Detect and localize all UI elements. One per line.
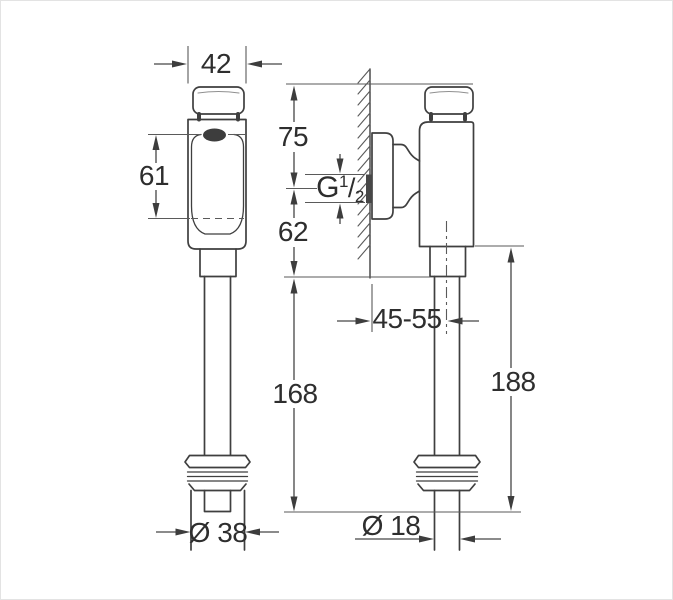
- inlet-nipple: [366, 174, 373, 203]
- inlet-connector: [392, 143, 421, 209]
- front-body: [187, 118, 247, 250]
- dim-label-inlet-thread: G1/2: [316, 171, 364, 206]
- thread-separator: /: [347, 173, 356, 203]
- side-cap: [424, 86, 474, 115]
- wall-hatching: [357, 68, 371, 260]
- grohe-logo: [203, 128, 226, 142]
- dim-label-cap-width: 42: [200, 48, 232, 79]
- side-pipe: [433, 275, 461, 456]
- arrow-61-top: [152, 135, 160, 150]
- front-inner-pipe-end: [203, 489, 232, 513]
- front-cap-highlight: [197, 91, 240, 94]
- arrow-g12-bottom: [336, 203, 344, 219]
- side-body: [418, 121, 475, 248]
- dim-label-outer-tube-diameter: Ø 38: [188, 517, 248, 548]
- front-view: [184, 86, 251, 551]
- arrow-75-top: [290, 85, 298, 101]
- arrow-75-bottom: [290, 172, 298, 188]
- arrow-g12-top: [336, 158, 344, 174]
- extension-lines: [148, 46, 524, 513]
- thread-numerator: 1: [338, 172, 348, 191]
- dim-label-inlet-to-bottom: 62: [277, 216, 309, 247]
- side-union-taper: [417, 483, 476, 492]
- arrow-61-bottom: [152, 203, 160, 218]
- side-cap-feet: [429, 112, 467, 122]
- front-union-threads: [186, 471, 249, 482]
- arrow-d38-right: [245, 528, 260, 536]
- arrow-4555-right: [447, 317, 463, 325]
- dim-label-housing-height: 61: [138, 160, 170, 191]
- side-pipe-lower: [433, 489, 461, 551]
- front-pipe: [203, 275, 232, 456]
- front-union-taper: [188, 483, 247, 492]
- arrow-42-right: [247, 60, 262, 68]
- side-union-threads: [415, 471, 479, 482]
- arrow-62-top: [290, 189, 298, 205]
- front-cover-contour: [190, 133, 245, 235]
- arrow-188-top: [507, 247, 515, 263]
- front-outer-tube: [190, 489, 246, 551]
- ext-cap-width: [187, 46, 247, 84]
- arrow-4555-left: [355, 317, 371, 325]
- dim-label-wall-to-axis: 45-55: [372, 303, 442, 334]
- wall-flange: [371, 132, 394, 220]
- dim-label-front-pipe-length: 168: [272, 378, 318, 409]
- thread-denominator: 2: [354, 187, 364, 206]
- arrow-d18-left: [419, 535, 434, 543]
- dim-label-pipe-diameter: Ø 18: [361, 510, 421, 541]
- side-view: [357, 68, 481, 551]
- side-neck: [429, 245, 467, 278]
- dim-label-top-to-inlet: 75: [277, 121, 309, 152]
- arrow-168-top: [290, 278, 298, 294]
- arrow-d38-left: [175, 528, 191, 536]
- front-cap-feet: [197, 112, 240, 122]
- arrow-42-left: [172, 60, 187, 68]
- dim-label-side-pipe-length: 188: [490, 366, 536, 397]
- arrow-188-bottom: [507, 496, 515, 511]
- side-union-lip: [413, 454, 481, 469]
- ext-inlet-thread: [305, 173, 365, 204]
- arrow-62-bottom: [290, 261, 298, 276]
- thread-prefix: G: [316, 171, 339, 204]
- dimension-arrowheads: [152, 60, 515, 543]
- front-cap: [192, 86, 245, 115]
- front-union-lip: [184, 454, 251, 469]
- arrow-168-bottom: [290, 496, 298, 512]
- side-cap-highlight: [429, 91, 469, 94]
- dimension-lines: [154, 63, 512, 540]
- front-neck: [199, 248, 237, 278]
- arrow-d18-right: [460, 535, 475, 543]
